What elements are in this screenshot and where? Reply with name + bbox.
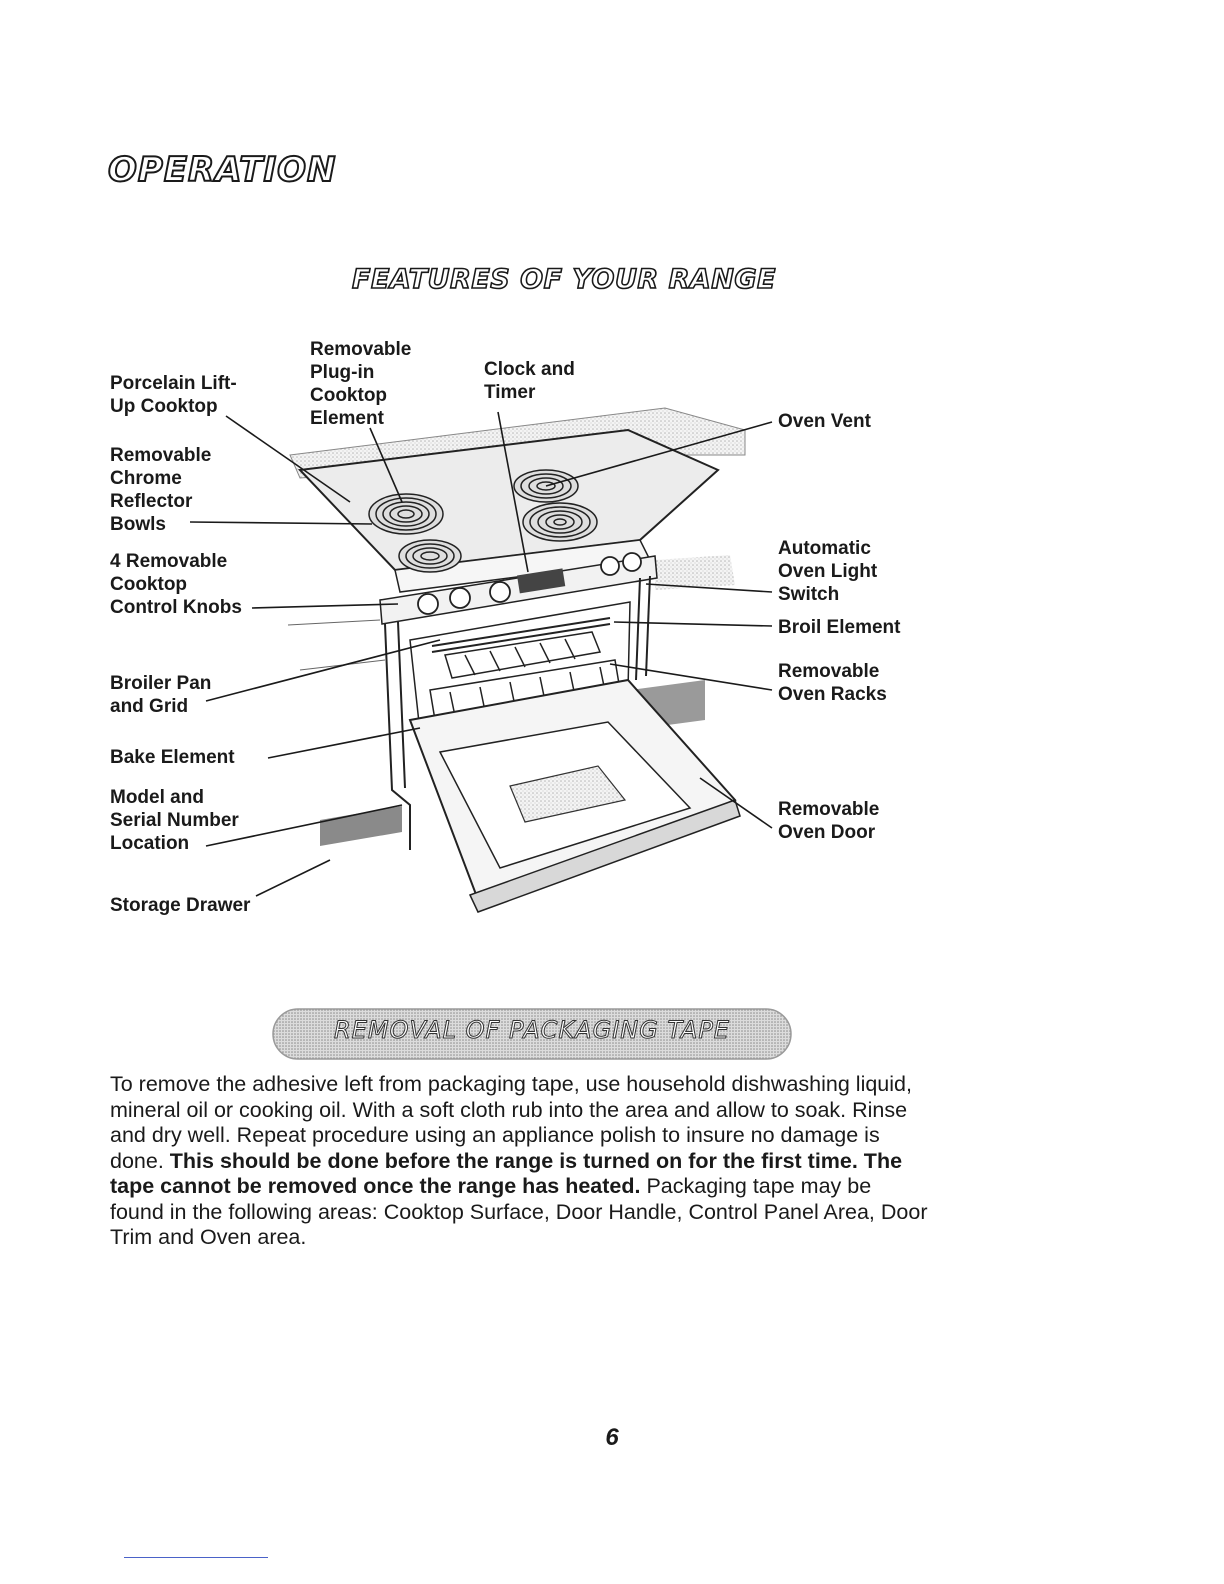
oven-door [408, 678, 741, 913]
cooktop [297, 428, 720, 593]
range-diagram [189, 407, 773, 913]
burner-rear-left-icon [368, 493, 444, 535]
section-title: OPERATION [107, 149, 337, 191]
page-number: 6 [605, 1424, 619, 1451]
knob-1-icon [417, 593, 439, 615]
packaging-text-1: To remove the adhesive left from packagi… [110, 1072, 912, 1173]
footer-rule [124, 1557, 268, 1558]
label-reflector-bowls: Removable Chrome Reflector Bowls [110, 445, 212, 535]
control-knobs [417, 552, 642, 615]
door-window-icon [509, 765, 627, 823]
knob-3-icon [489, 581, 511, 603]
broil-element-icon [431, 617, 611, 653]
label-model-serial: Model and Serial Number Location [110, 787, 239, 854]
label-bake-element: Bake Element [110, 747, 235, 768]
label-oven-door: Removable Oven Door [778, 799, 880, 843]
packaging-text-2: Packaging tape may be found in the follo… [110, 1174, 928, 1249]
packaging-instructions: To remove the adhesive left from packagi… [110, 1072, 930, 1251]
label-oven-racks: Removable Oven Racks [778, 661, 887, 705]
burner-front-right-icon [522, 502, 598, 542]
leader-lines [189, 411, 773, 897]
label-storage-drawer: Storage Drawer [110, 895, 251, 916]
packaging-banner [272, 1008, 792, 1060]
label-oven-light-switch: Automatic Oven Light Switch [778, 538, 878, 605]
knob-2-icon [449, 587, 471, 609]
knob-4-icon [600, 556, 620, 576]
label-oven-vent: Oven Vent [778, 411, 871, 432]
label-plugin-element: Removable Plug-in Cooktop Element [310, 339, 412, 429]
burner-front-left-icon [398, 539, 462, 573]
label-control-knobs: 4 Removable Cooktop Control Knobs [110, 551, 242, 618]
label-broiler-pan: Broiler Pan and Grid [110, 673, 212, 717]
label-broil-element: Broil Element [778, 617, 901, 638]
diagram-title: FEATURES OF YOUR RANGE [351, 263, 776, 296]
control-panel [379, 555, 658, 625]
label-cooktop: Porcelain Lift- Up Cooktop [110, 373, 237, 417]
packaging-warning: This should be done before the range is … [110, 1148, 903, 1199]
burner-coils [368, 469, 598, 573]
packaging-heading: REMOVAL OF PACKAGING TAPE [334, 1016, 730, 1045]
broiler-pan-icon [444, 631, 602, 679]
label-clock-timer: Clock and Timer [484, 359, 575, 403]
